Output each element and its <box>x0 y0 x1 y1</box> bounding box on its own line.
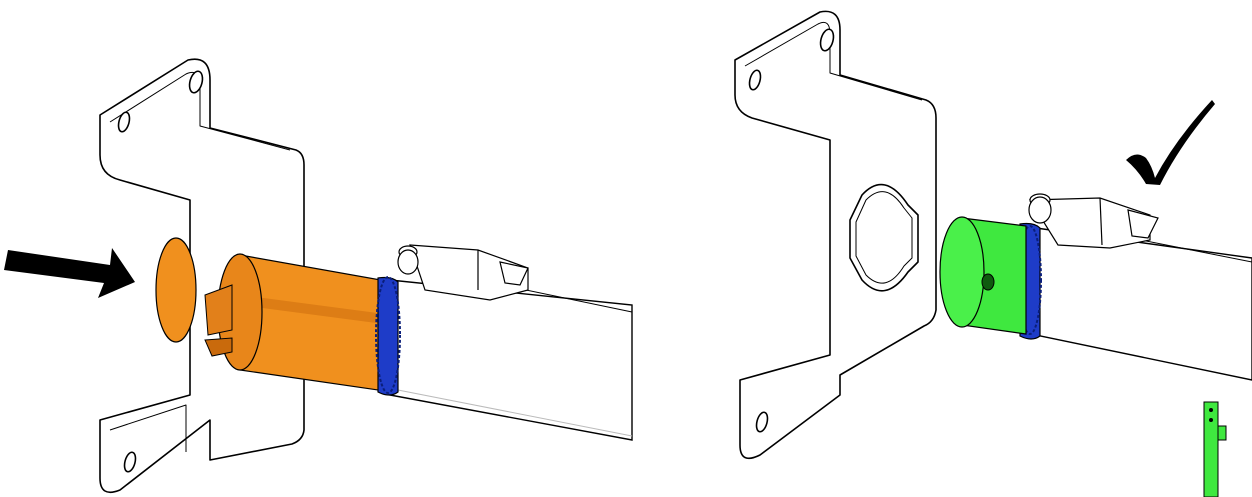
clip <box>397 244 529 301</box>
right-illustration <box>734 10 1252 497</box>
panel-insert-motor <box>4 58 633 494</box>
left-illustration <box>4 58 633 494</box>
adapter-sleeve <box>204 253 393 393</box>
mounting-bracket <box>734 10 937 460</box>
checkmark-icon <box>1126 100 1215 185</box>
adapter-cap <box>939 216 1027 335</box>
panel-correct-result <box>640 0 1252 497</box>
clip <box>1028 193 1159 249</box>
adapter-rod <box>1203 401 1227 497</box>
arrow-right-icon <box>4 248 135 298</box>
mounting-bracket <box>99 58 305 494</box>
adapter-cap <box>155 237 197 343</box>
ring-band <box>375 276 401 396</box>
